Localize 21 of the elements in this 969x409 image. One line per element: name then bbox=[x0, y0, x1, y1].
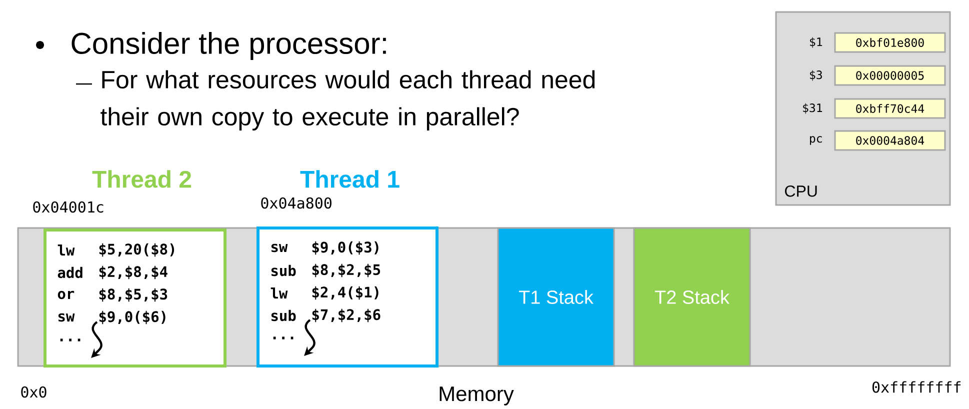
stack-block: T2 Stack bbox=[633, 227, 751, 367]
address-label: 0x0 bbox=[21, 386, 46, 398]
address-label: 0xffffffff bbox=[872, 381, 961, 393]
bullet-text: Consider the processor: bbox=[72, 32, 386, 60]
register-name: $31 bbox=[803, 103, 822, 114]
node-label: Memory bbox=[440, 386, 514, 406]
address-label: 0x04a800 bbox=[261, 197, 332, 209]
thread-title: Thread 1 bbox=[300, 170, 400, 188]
code-box: sw $9,0($3) sub $8,$2,$5 lw $2,4($1) sub $7,$2,$6 ... bbox=[256, 226, 438, 368]
stack-block: T1 Stack bbox=[497, 227, 615, 367]
code-box: lw $5,20($8) add $2,$8,$4 or $8,$5,$3 sw $9,0($6) ... bbox=[44, 228, 227, 368]
address-label: 0x04001c bbox=[33, 201, 104, 213]
register-box: 0x00000005 bbox=[834, 65, 946, 86]
bullet-text: For what resources would each thread need their own copy to execute in parallel? bbox=[100, 70, 595, 130]
register-box: 0x0004a804 bbox=[834, 130, 946, 151]
register-name: $3 bbox=[810, 70, 822, 81]
register-box: 0xbf01e800 bbox=[834, 32, 946, 53]
register-name: pc bbox=[810, 136, 822, 145]
register-box: 0xbff70c44 bbox=[834, 98, 946, 119]
register-name: $1 bbox=[810, 37, 822, 48]
thread-title: Thread 2 bbox=[92, 170, 192, 188]
